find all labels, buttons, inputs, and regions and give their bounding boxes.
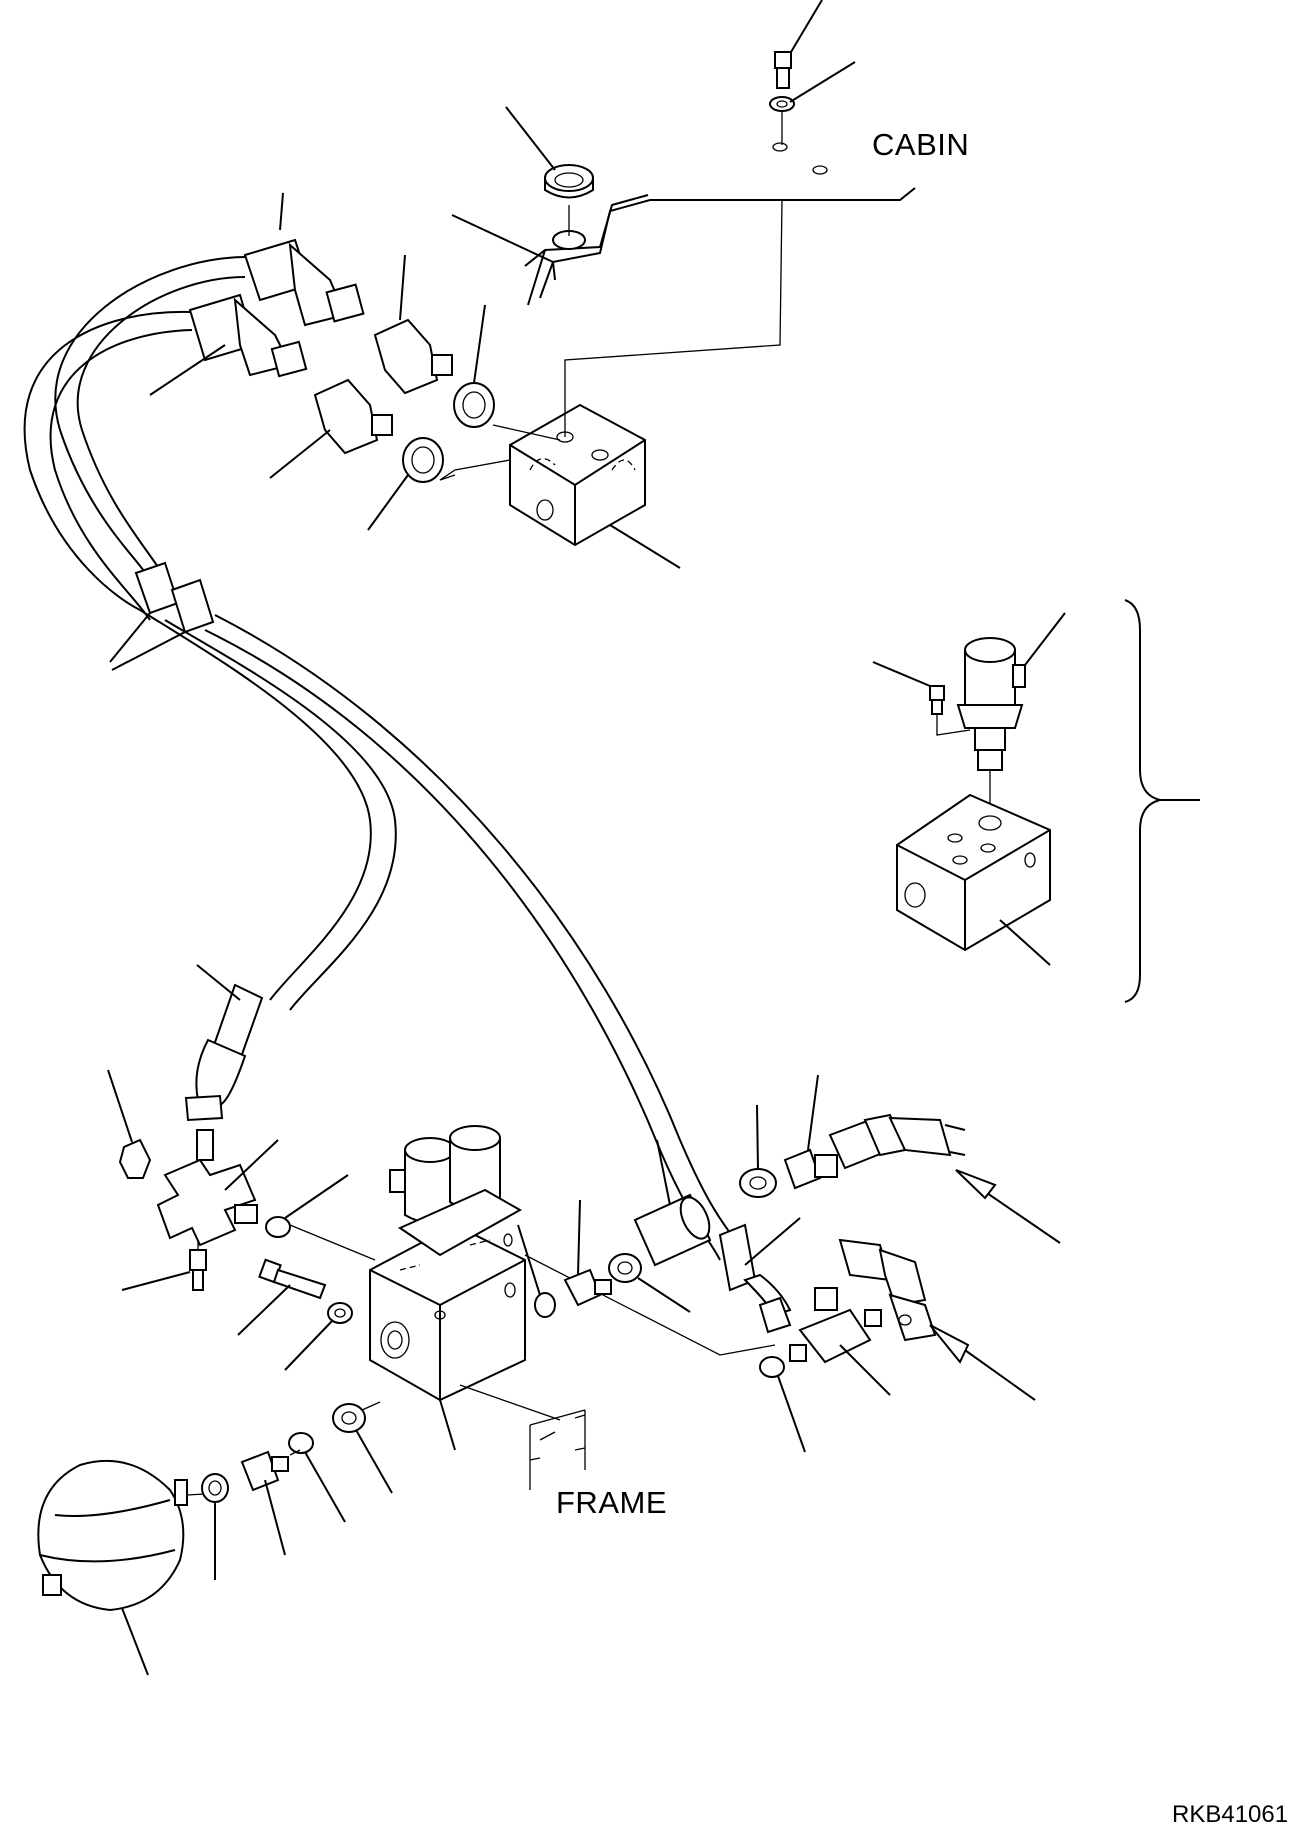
lower-right-hose [838,1238,1036,1401]
o-ring-2 [517,1224,556,1318]
frame-label: FRAME [556,1485,667,1520]
hose-clamps [109,561,215,671]
washer-lower-right [289,1401,393,1494]
cabin-valve-block [439,199,783,569]
hex-adapters [269,254,453,479]
o-ring-4 [288,1432,346,1523]
cabin-bolt [769,0,856,145]
drawing-code: RKB41061 [1172,1801,1288,1828]
frame-bracket [529,1409,586,1490]
solenoid-detail [872,599,1200,1003]
seal-washers-top [367,304,495,531]
washer-lower-left [201,1473,229,1580]
accumulator [37,1459,206,1676]
pressure-switch [121,1240,207,1291]
o-ring-1 [265,1174,349,1238]
grommet [505,106,594,236]
cabin-floor-plate [451,142,916,306]
hose-fittings-top [149,192,365,396]
o-ring-3 [759,1356,806,1453]
elbow-fitting [184,964,264,1122]
hose-end-fittings [718,1217,801,1334]
washer-middle [608,1253,691,1313]
coupler-sleeve [633,1139,712,1267]
hoses [23,256,736,1261]
cap-nut [107,1069,152,1179]
adapter-small [563,1199,612,1307]
cabin-label: CABIN [872,127,969,162]
upper-right-hose [739,1074,1061,1244]
bolt-lower [237,1258,353,1371]
cross-tee-fitting [156,1129,279,1247]
adapter-lower [240,1450,289,1556]
tee-fitting-right [789,1287,891,1396]
main-valve-block [289,1125,776,1451]
